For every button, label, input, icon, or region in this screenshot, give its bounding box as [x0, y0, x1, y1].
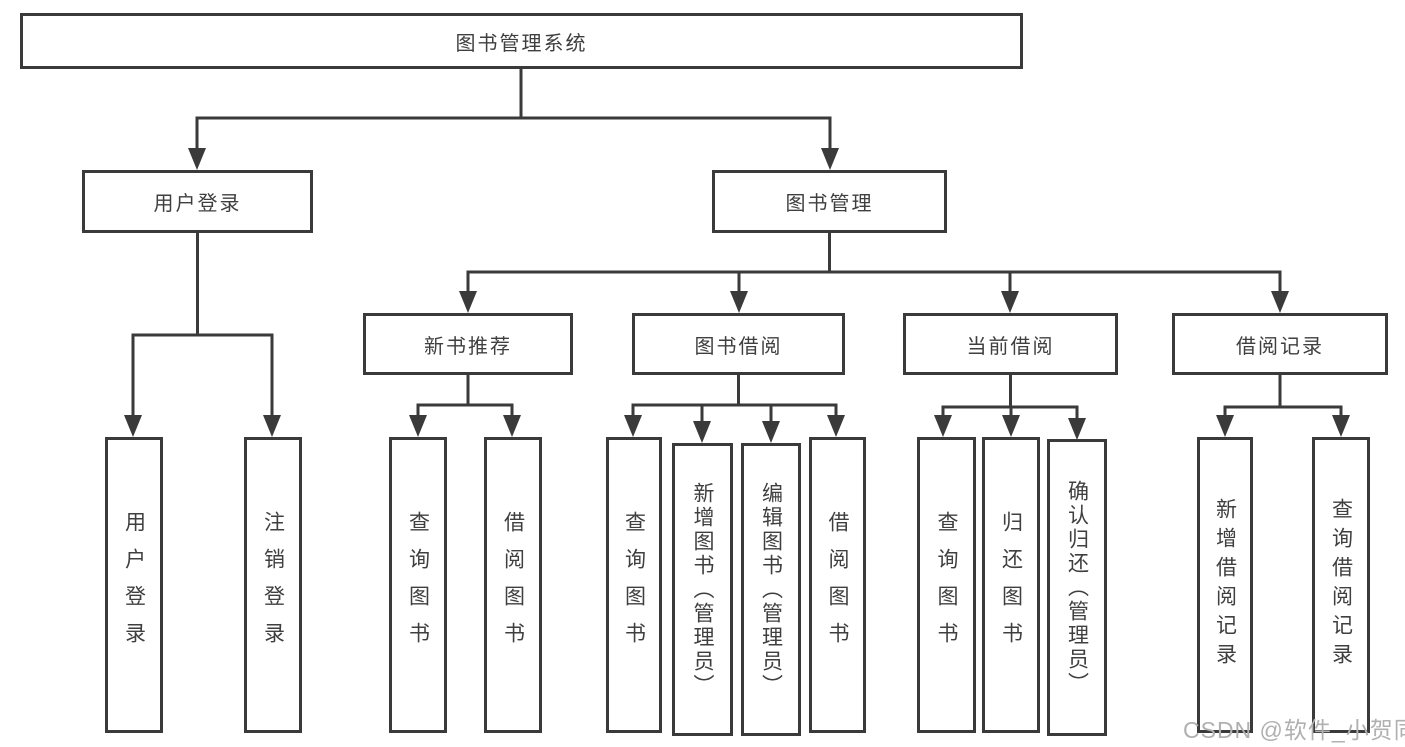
arrowhead [409, 415, 427, 437]
arrowhead [263, 415, 281, 437]
arrowhead [124, 415, 142, 437]
leaf-query-book-2: 查询图书 [606, 437, 662, 733]
arrowhead [730, 291, 748, 313]
arrowhead [1001, 291, 1019, 313]
node-book-borrow: 图书借阅 [632, 313, 845, 375]
arrowhead [1271, 291, 1289, 313]
arrowhead [503, 415, 521, 437]
arrowhead [1068, 418, 1086, 440]
csdn-watermark: CSDN @软件_小贺同学 [1183, 717, 1405, 743]
arrowhead [827, 415, 845, 437]
arrowhead [693, 421, 711, 443]
node-root-system: 图书管理系统 [20, 13, 1023, 69]
node-borrow-record-label: 借阅记录 [1236, 335, 1324, 358]
connector-current-borrow [934, 375, 1086, 440]
arrowhead [821, 148, 839, 170]
node-book-borrow-label: 图书借阅 [694, 335, 783, 358]
node-user-login-label: 用户登录 [153, 193, 242, 215]
node-new-book-label: 新书推荐 [424, 335, 512, 358]
node-root-label: 图书管理系统 [455, 32, 588, 55]
leaf-edit-book-admin: 编辑图书（管理员） [741, 443, 801, 736]
connector-book-mgmt [459, 233, 1289, 313]
leaf-add-book-admin: 新增图书（管理员） [672, 443, 733, 736]
arrowhead [188, 148, 206, 170]
arrowhead [624, 415, 642, 437]
arrowhead [1002, 415, 1020, 437]
node-user-login: 用户登录 [82, 170, 313, 233]
leaf-query-borrow-record: 查询借阅记录 [1312, 437, 1370, 733]
leaf-user-login: 用户登录 [105, 437, 163, 733]
leaf-add-borrow-record: 新增借阅记录 [1197, 437, 1253, 733]
node-current-borrow: 当前借阅 [903, 313, 1118, 375]
arrowhead [1216, 415, 1234, 437]
leaf-query-book-1: 查询图书 [389, 437, 447, 733]
leaf-query-book-3: 查询图书 [917, 437, 976, 733]
connector-new-book [409, 375, 521, 437]
arrowhead [459, 291, 477, 313]
node-borrow-record: 借阅记录 [1172, 313, 1388, 375]
leaf-return-book: 归还图书 [982, 437, 1040, 733]
connector-book-borrow [624, 375, 845, 443]
connector-user-login [124, 233, 281, 437]
connector-root [188, 69, 839, 170]
arrowhead [762, 421, 780, 443]
node-new-book: 新书推荐 [363, 313, 573, 375]
node-book-mgmt: 图书管理 [712, 170, 947, 233]
node-book-mgmt-label: 图书管理 [785, 193, 874, 215]
connector-borrow-record [1216, 375, 1350, 437]
leaf-confirm-return-admin: 确认归还（管理员） [1047, 439, 1107, 736]
leaf-borrow-book-2: 借阅图书 [809, 437, 866, 733]
arrowhead [1332, 415, 1350, 437]
leaf-borrow-book-1: 借阅图书 [484, 437, 542, 733]
node-current-borrow-label: 当前借阅 [966, 335, 1055, 358]
leaf-logout: 注销登录 [244, 437, 302, 733]
arrowhead [934, 415, 952, 437]
